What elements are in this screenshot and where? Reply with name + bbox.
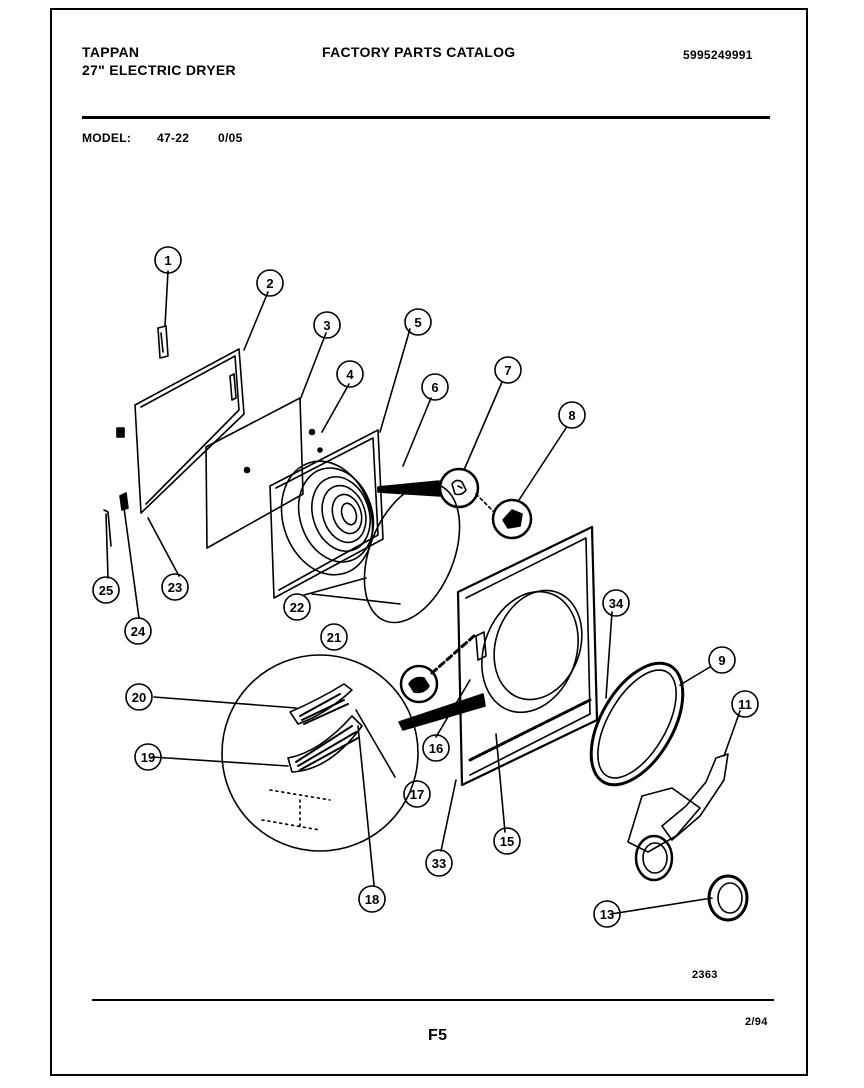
callout-8: 8 [568,408,575,423]
callout-33: 33 [432,856,446,871]
callout-21: 21 [327,630,341,645]
model-label: MODEL: [82,131,132,145]
outer-door-panel [134,348,245,514]
detail-part-lower-fins [295,725,359,771]
detail-part-lower [287,715,363,773]
callout-16: 16 [429,741,443,756]
inner-door-frame-edge [275,437,379,591]
catalog-title: FACTORY PARTS CATALOG [322,44,516,60]
drawing-number: 2363 [692,969,718,981]
footer-rule [92,999,774,1001]
door-hinge-clip [116,427,125,438]
switch-dash-line [430,634,476,675]
detail-part-upper-fins [299,693,349,725]
door-liner-sheet [205,397,304,549]
header-rule [82,116,770,119]
door-bowl-inner [297,467,375,563]
callout-25: 25 [99,583,113,598]
callout-numbers: 1 2 3 4 5 6 7 8 9 11 13 15 16 17 18 19 2… [99,253,752,922]
callout-2: 2 [266,276,273,291]
exhaust-duct-outlet [634,834,674,882]
callout-5: 5 [414,315,421,330]
callout-20: 20 [132,690,146,705]
door-switch-drawing [408,676,430,694]
drum-bearing-ring [589,661,685,787]
callout-22: 22 [290,600,304,615]
model-suffix: 0/05 [218,131,243,145]
door-handle [157,325,169,359]
liner-fastener [243,466,251,474]
callout-3: 3 [323,318,330,333]
callout-9: 9 [718,653,725,668]
detail-hidden-lines [261,789,331,831]
panel-switch-slot [475,631,487,661]
door-fastener [308,428,316,436]
page-border [50,8,808,1076]
callout-17: 17 [410,787,424,802]
door-hinge-part [491,498,533,540]
callout-6: 6 [431,380,438,395]
hinge-dash-line [475,493,495,513]
door-bowl-ring-4 [340,502,358,526]
door-bowl-ring-2 [321,484,367,544]
callout-34: 34 [609,596,624,611]
gasket-gap [391,610,406,618]
callout-11: 11 [738,697,752,712]
inner-door-panel [269,429,384,599]
callout-23: 23 [168,580,182,595]
door-hinge-drawing [502,509,523,529]
front-panel-lower-trim [468,698,592,762]
callout-4: 4 [346,367,354,382]
door-bowl-rim [280,460,374,576]
exhaust-duct-outlet-inner [642,842,668,874]
callout-1: 1 [164,253,171,268]
door-bowl-ring-1 [311,476,371,552]
callout-7: 7 [504,363,511,378]
detail-magnifier-circle [221,654,419,852]
brand-name: TAPPAN [82,44,140,60]
drum-bearing-ring-inner [597,669,677,779]
exhaust-duct-body [627,787,701,853]
duct-seal-ring-inner [717,882,743,914]
door-screw [103,509,112,547]
door-bowl-ring-3 [331,493,363,535]
date-code: 2/94 [745,1016,768,1028]
door-screw-bracket [119,492,129,511]
exhaust-duct [661,753,729,841]
model-number: 47-22 [157,131,190,145]
detail-leader [398,693,486,731]
door-switch-part [399,664,439,704]
door-opening-rim [481,590,579,714]
page-number: F5 [428,1027,448,1044]
hinge-bushing-drawing [451,479,467,496]
callout-15: 15 [500,834,514,849]
door-handle-slot [229,373,237,401]
front-panel [456,525,599,787]
door-opening [493,589,583,701]
callout-24: 24 [131,624,146,639]
catalog-part-number: 5995249991 [683,48,753,62]
door-fastener-2 [317,447,323,453]
product-name: 27" ELECTRIC DRYER [82,62,236,78]
hinge-leader [377,480,441,497]
detail-part-upper [289,683,353,725]
front-panel-inner-edge [465,537,591,776]
callout-18: 18 [365,892,379,907]
callout-19: 19 [141,750,155,765]
callout-13: 13 [600,907,614,922]
leader-lines [105,270,741,915]
outer-door-panel-inner-edge [140,355,240,505]
